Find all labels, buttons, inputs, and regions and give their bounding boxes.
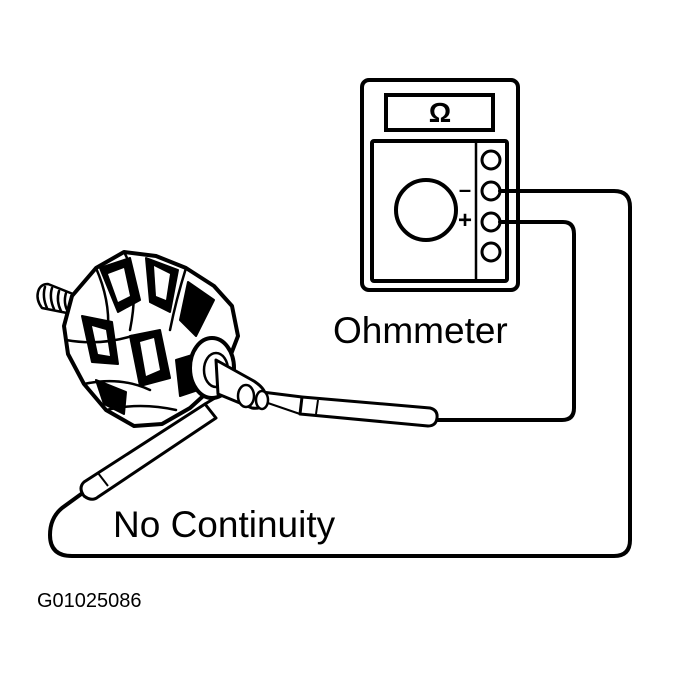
ohmmeter-label: Ohmmeter xyxy=(333,310,508,351)
positive-lead-wire xyxy=(434,220,576,422)
negative-probe xyxy=(79,396,218,501)
terminal-4 xyxy=(480,241,502,263)
terminal-positive xyxy=(480,211,502,233)
terminal-negative xyxy=(480,180,502,202)
test-result-label: No Continuity xyxy=(113,504,336,545)
minus-sign: – xyxy=(459,177,471,202)
rotor-contours xyxy=(64,250,188,412)
slip-ring-end xyxy=(254,389,270,411)
ohmmeter-dial xyxy=(394,178,458,242)
ohmmeter xyxy=(360,78,520,292)
ohm-symbol: Ω xyxy=(429,97,451,128)
terminal-1 xyxy=(480,149,502,171)
slip-ring-outer xyxy=(236,383,256,409)
negative-lead-wire xyxy=(48,189,632,558)
ohmmeter-display xyxy=(384,93,495,132)
test-leads xyxy=(48,189,632,558)
rotor-assembly xyxy=(36,250,270,428)
plus-sign: + xyxy=(458,207,472,234)
figure-id: G01025086 xyxy=(37,590,142,612)
positive-probe xyxy=(261,390,439,428)
